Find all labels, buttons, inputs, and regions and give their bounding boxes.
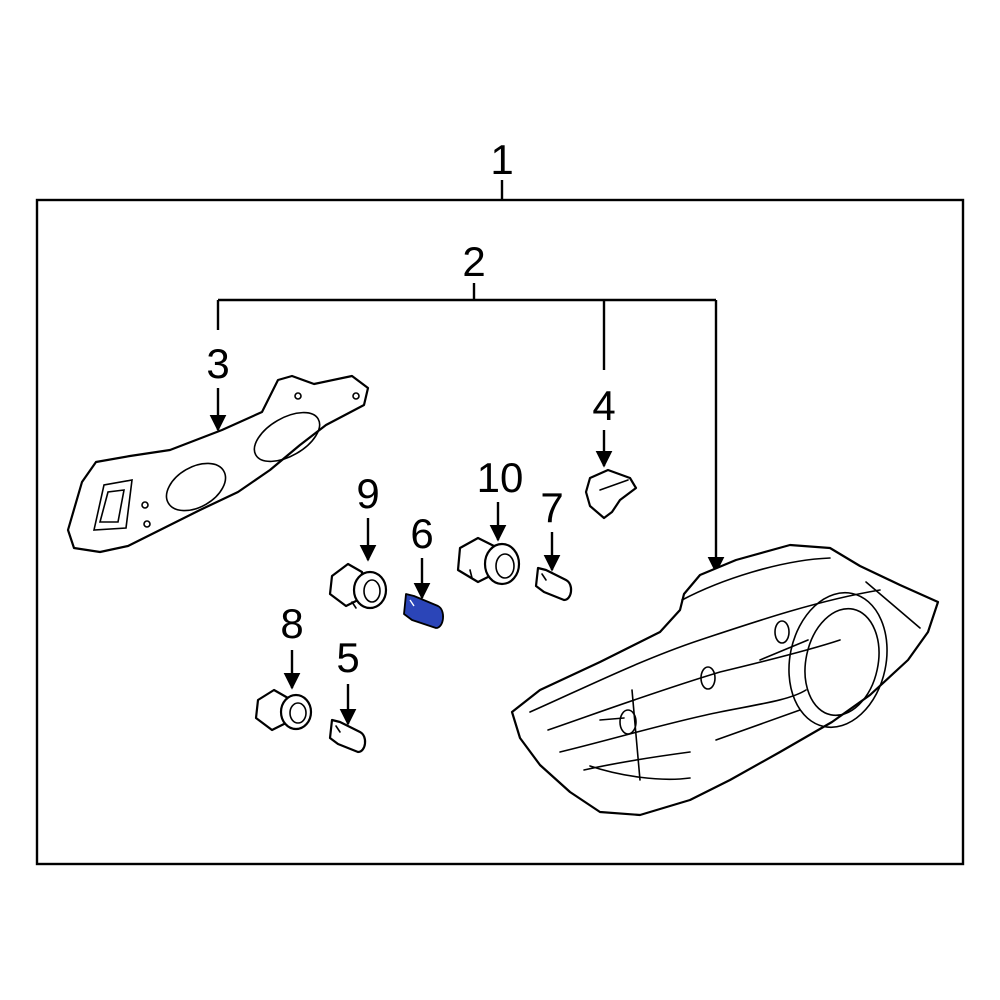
assembly-frame	[35, 198, 965, 866]
callout-9[interactable]: 9	[356, 470, 379, 517]
bulb-part-7[interactable]	[534, 566, 573, 602]
callout-4[interactable]: 4	[592, 382, 615, 429]
socket-part-10[interactable]	[456, 536, 521, 586]
callout-10[interactable]: 10	[477, 454, 524, 501]
gasket-part-3[interactable]	[66, 374, 370, 554]
callout-3[interactable]: 3	[206, 340, 229, 387]
callout-7[interactable]: 7	[540, 484, 563, 531]
callout-5[interactable]: 5	[336, 634, 359, 681]
bulb-part-4[interactable]	[584, 468, 638, 520]
bulb-part-5[interactable]	[328, 718, 367, 754]
callout-1[interactable]: 1	[490, 136, 513, 183]
bulb-part-6-highlighted[interactable]	[403, 593, 444, 629]
lamp-housing-part-2[interactable]	[510, 543, 940, 817]
callout-2[interactable]: 2	[462, 238, 485, 285]
callout-6[interactable]: 6	[410, 510, 433, 557]
socket-part-8[interactable]	[254, 688, 313, 732]
leader-2-bracket	[216, 283, 725, 574]
socket-part-9[interactable]	[328, 562, 388, 610]
callout-8[interactable]: 8	[280, 600, 303, 647]
